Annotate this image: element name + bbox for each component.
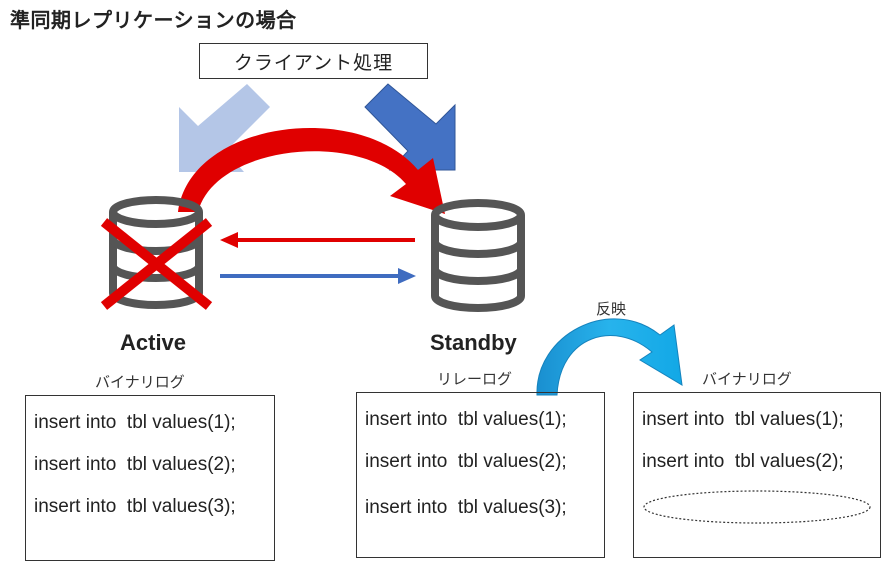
client-process-label: クライアント処理 — [233, 51, 394, 74]
reflect-label: 反映 — [596, 300, 627, 318]
active-label: Active — [120, 330, 187, 355]
log-line: insert into tbl values(3); — [365, 497, 567, 518]
standby-binlog-box: insert into tbl values(1); insert into t… — [633, 392, 881, 558]
failure-x-icon — [100, 218, 213, 310]
client-process-box: クライアント処理 — [199, 43, 428, 79]
log-line: insert into tbl values(3); — [34, 496, 236, 517]
active-to-standby-arrow — [220, 268, 416, 284]
reflect-curved-arrow — [536, 318, 683, 396]
page-title: 準同期レプリケーションの場合 — [10, 8, 297, 32]
standby-database-icon — [431, 199, 525, 312]
standby-to-active-arrow — [220, 232, 415, 248]
standby-relaylog-box: insert into tbl values(1); insert into t… — [356, 392, 605, 558]
failover-curved-arrow — [178, 128, 445, 214]
log-line: insert into tbl values(2); — [365, 451, 567, 472]
log-line: insert into tbl values(2); — [642, 451, 844, 472]
log-line: insert into tbl values(2); — [34, 454, 236, 475]
client-to-active-arrow — [179, 84, 270, 172]
log-line: insert into tbl values(1); — [642, 409, 844, 430]
standby-label: Standby — [430, 330, 517, 355]
log-line: insert into tbl values(1); — [34, 412, 236, 433]
active-binlog-label: バイナリログ — [95, 373, 185, 391]
standby-relaylog-label: リレーログ — [437, 370, 513, 388]
standby-binlog-label: バイナリログ — [702, 370, 792, 388]
active-binlog-box: insert into tbl values(1); insert into t… — [25, 395, 275, 561]
log-line: insert into tbl values(1); — [365, 409, 567, 430]
pending-entry-ellipse — [643, 490, 871, 524]
